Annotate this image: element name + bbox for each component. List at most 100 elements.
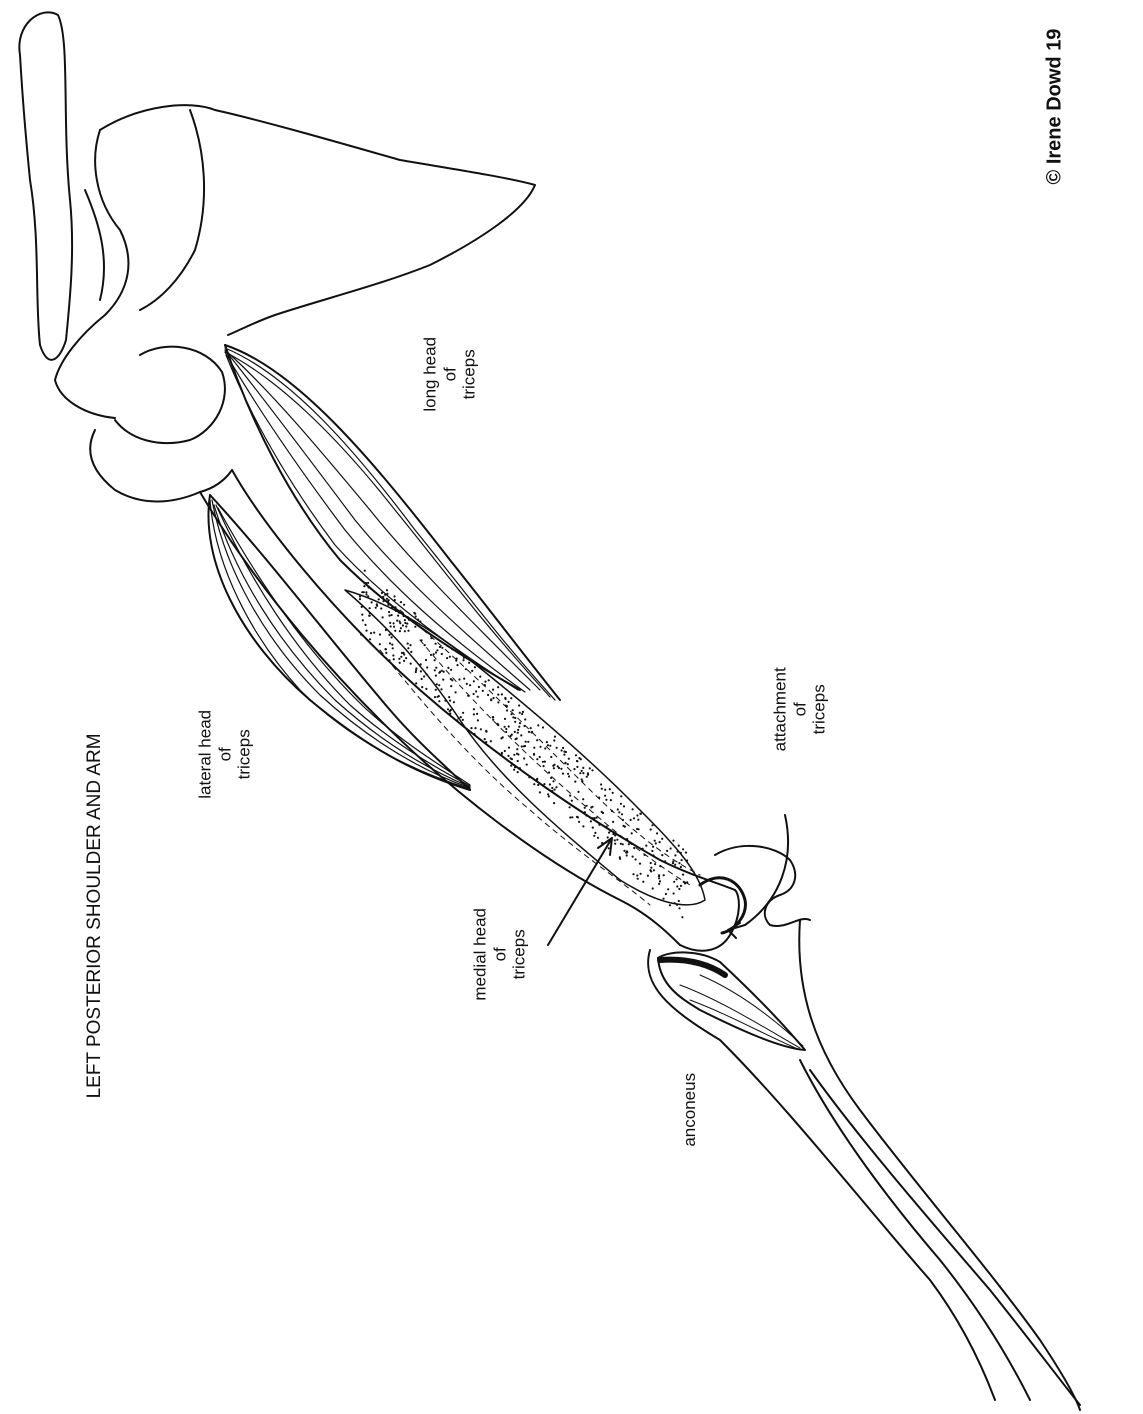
stipple-dot — [415, 671, 417, 673]
stipple-dot — [518, 704, 520, 706]
stipple-dot — [614, 843, 616, 845]
stipple-dot — [612, 833, 614, 835]
stipple-dot — [394, 630, 396, 632]
stipple-dot — [621, 813, 623, 815]
stipple-dot — [364, 570, 366, 572]
stipple-dot — [655, 842, 657, 844]
stipple-dot — [556, 747, 558, 749]
stipple-dot — [636, 874, 638, 876]
stipple-dot — [382, 600, 384, 602]
stipple-dot — [516, 748, 518, 750]
stipple-dot — [435, 643, 437, 645]
stipple-dot — [628, 843, 630, 845]
stipple-dot — [608, 847, 610, 849]
stipple-dot — [609, 788, 611, 790]
stipple-dot — [373, 632, 375, 634]
stipple-dot — [547, 793, 549, 795]
stipple-dot — [380, 607, 382, 609]
stipple-dot — [676, 904, 678, 906]
stipple-dot — [415, 682, 417, 684]
stipple-dot — [393, 622, 395, 624]
stipple-dot — [632, 856, 634, 858]
stipple-dot — [460, 716, 462, 718]
stipple-dot — [633, 817, 635, 819]
stipple-dot — [536, 739, 538, 741]
stipple-dot — [434, 696, 436, 698]
stipple-dot — [368, 586, 370, 588]
stipple-dot — [513, 769, 515, 771]
stipple-dot — [409, 644, 411, 646]
stipple-dot — [385, 652, 387, 654]
stipple-dot — [403, 615, 405, 617]
stipple-dot — [605, 799, 607, 801]
stipple-dot — [604, 795, 606, 797]
stipple-dot — [680, 885, 682, 887]
stipple-dot — [474, 666, 476, 668]
stipple-dot — [407, 647, 409, 649]
stipple-dot — [571, 800, 573, 802]
stipple-dot — [399, 630, 401, 632]
stipple-dot — [663, 874, 665, 876]
stipple-dot — [667, 888, 669, 890]
stipple-dot — [640, 873, 642, 875]
stipple-dot — [446, 657, 448, 659]
stipple-dot — [406, 623, 408, 625]
stipple-dot — [519, 767, 521, 769]
stipple-dot — [568, 758, 570, 760]
stipple-dot — [451, 648, 453, 650]
stipple-dot — [543, 765, 545, 767]
stipple-dot — [438, 700, 440, 702]
stipple-dot — [403, 660, 405, 662]
stipple-dot — [620, 803, 622, 805]
stipple-dot — [661, 838, 663, 840]
stipple-dot — [567, 773, 569, 775]
stipple-dot — [578, 757, 580, 759]
stipple-dot — [575, 754, 577, 756]
stipple-dot — [388, 634, 390, 636]
stipple-dot — [407, 643, 409, 645]
stipple-dot — [537, 784, 539, 786]
stipple-dot — [527, 741, 529, 743]
stipple-dot — [552, 765, 554, 767]
stipple-dot — [610, 799, 612, 801]
stipple-dot — [542, 761, 544, 763]
stipple-dot — [651, 850, 653, 852]
stipple-dot — [623, 805, 625, 807]
stipple-dot — [579, 772, 581, 774]
stipple-dot — [506, 709, 508, 711]
stipple-dot — [426, 666, 428, 668]
stipple-dot — [665, 893, 667, 895]
stipple-dot — [365, 630, 367, 632]
stipple-dot — [492, 716, 494, 718]
stipple-dot — [620, 843, 622, 845]
stipple-dot — [616, 839, 618, 841]
stipple-dot — [449, 700, 451, 702]
stipple-dot — [658, 883, 660, 885]
stipple-dot — [677, 850, 679, 852]
stipple-dot — [598, 824, 600, 826]
stipple-dot — [511, 734, 513, 736]
stipple-dot — [601, 788, 603, 790]
stipple-dot — [649, 869, 651, 871]
stipple-dot — [670, 847, 672, 849]
stipple-dot — [593, 835, 595, 837]
stipple-dot — [369, 638, 371, 640]
stipple-dot — [550, 756, 552, 758]
stipple-dot — [487, 694, 489, 696]
stipple-dot — [536, 758, 538, 760]
stipple-dot — [614, 834, 616, 836]
stipple-dot — [651, 824, 653, 826]
stipple-dot — [446, 645, 448, 647]
stipple-dot — [577, 791, 579, 793]
stipple-dot — [419, 621, 421, 623]
stipple-dot — [477, 696, 479, 698]
stipple-dot — [361, 614, 363, 616]
stipple-dot — [623, 850, 625, 852]
stipple-dot — [508, 701, 510, 703]
stipple-dot — [568, 775, 570, 777]
stipple-dot — [400, 601, 402, 603]
stipple-dot — [397, 615, 399, 617]
stipple-dot — [473, 713, 475, 715]
stipple-dot — [468, 662, 470, 664]
